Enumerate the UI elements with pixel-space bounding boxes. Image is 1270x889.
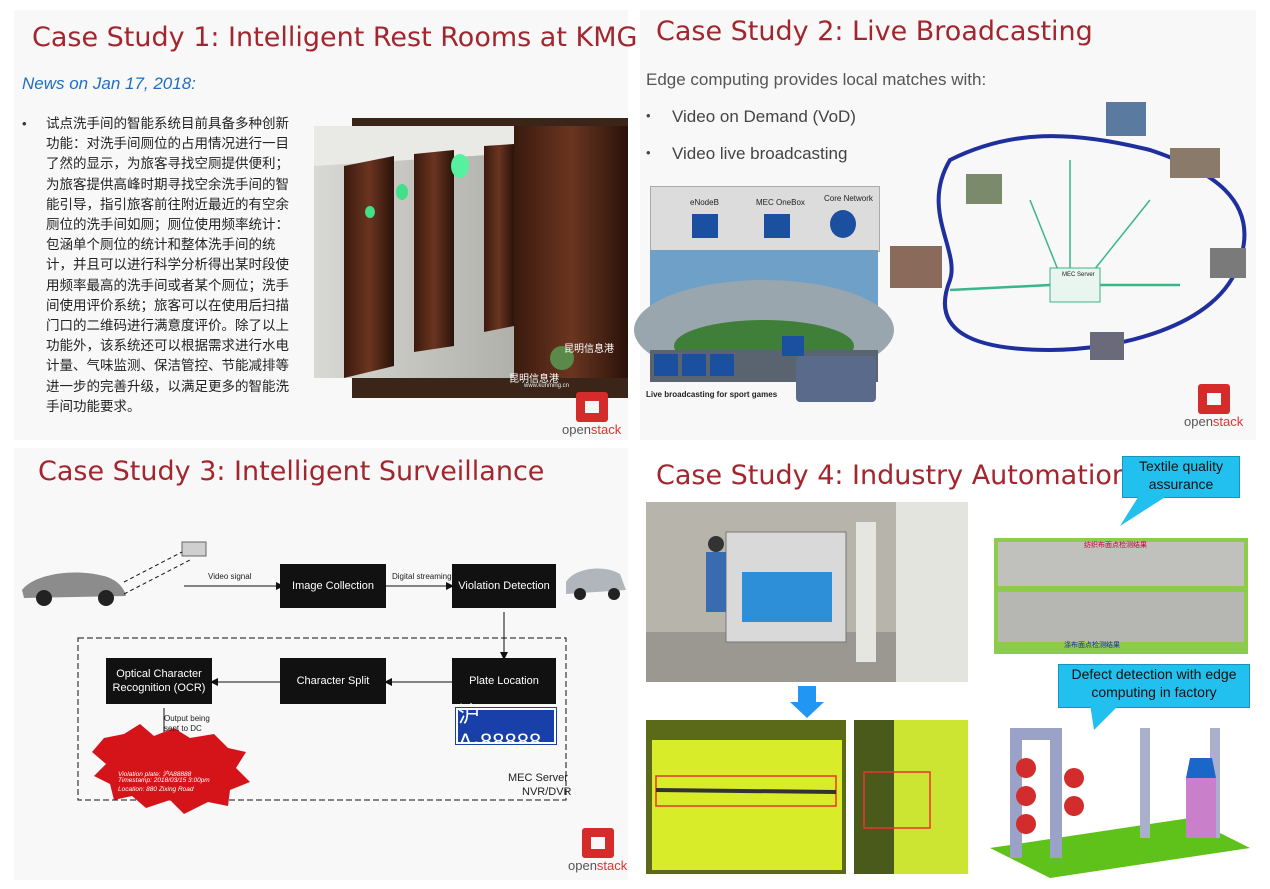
database-icon	[830, 210, 856, 238]
textile-callout: Textile quality assurance	[1122, 456, 1240, 498]
openstack-logo: openstack	[1184, 384, 1244, 429]
phone-photo	[796, 356, 876, 402]
automation-rig-diagram	[990, 728, 1250, 878]
openstack-logo-icon	[1198, 384, 1230, 414]
mec-server-label: MEC Server	[508, 772, 568, 784]
openstack-logo-text: openstack	[568, 858, 628, 873]
slide-case-study-4: Case Study 4: Industry Automation Textil…	[640, 448, 1256, 880]
slide2-title: Case Study 2: Live Broadcasting	[656, 16, 1093, 47]
edge-ring-diagram	[936, 134, 1247, 353]
output-label: Output being sent to DC	[164, 714, 210, 733]
surveillance-flow-diagram	[22, 541, 626, 814]
image-collection-box: Image Collection	[280, 564, 386, 608]
mec-onebox-label: MEC OneBox	[756, 198, 805, 207]
slide-case-study-1: Case Study 1: Intelligent Rest Rooms at …	[14, 10, 637, 440]
digital-streaming-label: Digital streaming	[392, 572, 452, 581]
enodeb-label: eNodeB	[690, 198, 719, 207]
grid-title-bottom: 涤布面点检测结果	[1064, 642, 1120, 649]
violation-detection-box: Violation Detection	[452, 564, 556, 608]
slide-case-study-2: Case Study 2: Live Broadcasting Edge com…	[634, 10, 1256, 440]
burst-line-2: Timestamp: 2018/03/15 3:00pm	[118, 777, 210, 784]
openstack-logo: openstack	[562, 392, 622, 437]
down-arrow-icon	[790, 686, 824, 718]
video-signal-label: Video signal	[208, 572, 252, 581]
callout-pointer-1	[1120, 494, 1170, 526]
slide2-intro: Edge computing provides local matches wi…	[646, 70, 987, 89]
license-plate: 沪A·88888	[455, 702, 557, 754]
openstack-logo-icon	[582, 828, 614, 858]
broadcast-caption: Live broadcasting for sport games	[646, 390, 778, 399]
crowd-photo-4	[890, 246, 942, 288]
news-date: News on Jan 17, 2018:	[22, 74, 196, 93]
fabric-photo-2	[854, 720, 968, 874]
server-icon	[764, 214, 790, 238]
openstack-logo: openstack	[568, 828, 628, 873]
slide3-title: Case Study 3: Intelligent Surveillance	[38, 456, 545, 487]
watermark-text-2: 昆明信息港	[509, 374, 559, 385]
defect-callout: Defect detection with edge computing in …	[1058, 664, 1250, 708]
defect-grid-panel: 纺织布面点检测结果 涤布面点检测结果	[994, 538, 1248, 654]
slide1-title: Case Study 1: Intelligent Rest Rooms at …	[32, 22, 638, 53]
openstack-logo-text: openstack	[1184, 414, 1244, 429]
bullet-marker: •	[646, 145, 651, 160]
fabric-photo-1	[646, 720, 846, 874]
crowd-photo-5	[1090, 332, 1124, 360]
crowd-photo-3	[966, 174, 1002, 204]
character-split-box: Character Split	[280, 658, 386, 704]
slide-case-study-3: Case Study 3: Intelligent Surveillance V…	[14, 448, 628, 880]
burst-line-1: Violation plate: 沪A88888	[118, 771, 192, 778]
bullet-live: Video live broadcasting	[672, 144, 848, 163]
crowd-photo-1	[1106, 102, 1146, 136]
crowd-photo-2	[1170, 148, 1220, 178]
mec-server-label: MEC Server	[1062, 272, 1095, 278]
antenna-icon	[692, 214, 718, 238]
crowd-photo-6	[1210, 248, 1246, 278]
bullet-marker: •	[22, 116, 27, 131]
grid-title-top: 纺织布面点检测结果	[1084, 542, 1147, 549]
openstack-logo-text: openstack	[562, 422, 622, 437]
watermark-text-1: 昆明信息港	[564, 344, 614, 355]
chinese-body-text: 试点洗手间的智能系统目前具备多种创新功能：对洗手间厕位的占用情况进行一目了然的显…	[46, 116, 289, 415]
plate-location-box: Plate Location	[452, 658, 556, 704]
burst-line-3: Location: 880 Zixing Road	[118, 786, 194, 793]
factory-photo	[646, 502, 968, 682]
openstack-logo-icon	[576, 392, 608, 422]
nvr-label: NVR/DVR	[522, 786, 572, 798]
bullet-vod: Video on Demand (VoD)	[672, 107, 856, 126]
slide4-title: Case Study 4: Industry Automation	[656, 460, 1129, 491]
restroom-photo	[314, 126, 628, 378]
watermark-url: www.kunming.cn	[524, 383, 570, 389]
bullet-marker: •	[646, 108, 651, 123]
core-network-label: Core Network	[824, 194, 873, 203]
ocr-box: Optical Character Recognition (OCR)	[106, 658, 212, 704]
callout-pointer-2	[1090, 704, 1120, 730]
